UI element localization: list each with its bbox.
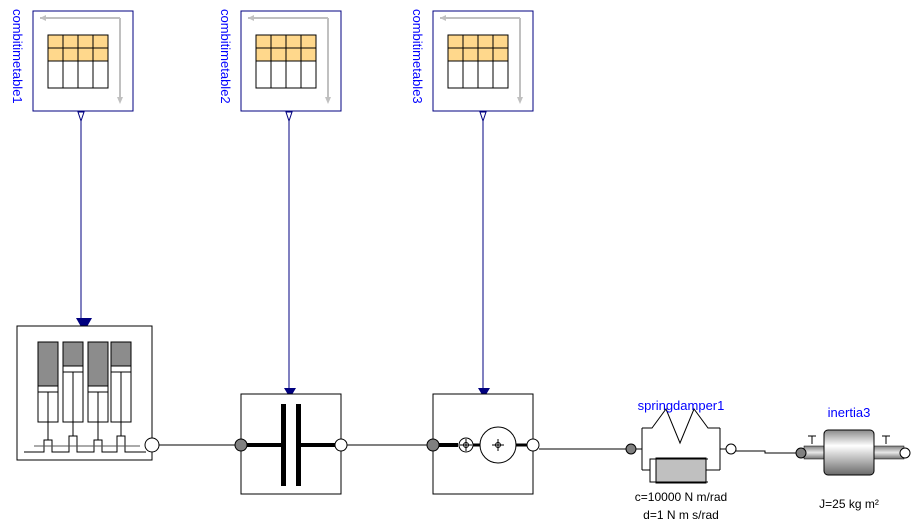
- pump-block[interactable]: [16, 325, 160, 461]
- combitimetable2-block[interactable]: [240, 10, 342, 123]
- springdamper-label: springdamper1: [637, 398, 725, 413]
- combitimetable3-label: combitimetable3: [410, 9, 425, 104]
- inertia-symbol[interactable]: [795, 429, 911, 476]
- sensor-block[interactable]: [426, 393, 540, 495]
- combitimetable1-label: combitimetable1: [10, 9, 25, 104]
- inertia-label: inertia3: [827, 405, 871, 420]
- clutch-block[interactable]: [234, 393, 348, 495]
- combitimetable1-block[interactable]: [32, 10, 134, 123]
- inertia-param-J: J=25 kg m²: [819, 497, 879, 511]
- combitimetable2-label: combitimetable2: [218, 9, 233, 104]
- springdamper-param-d: d=1 N m s/rad: [643, 508, 719, 522]
- combitimetable3-block[interactable]: [432, 10, 534, 123]
- springdamper-symbol[interactable]: [625, 407, 737, 484]
- flange-wire-4[interactable]: [736, 450, 796, 454]
- springdamper-param-c: c=10000 N m/rad: [634, 490, 728, 504]
- signal-arrow-2: [284, 388, 296, 398]
- signal-arrow-1: [76, 318, 92, 332]
- signal-arrow-3: [478, 388, 490, 398]
